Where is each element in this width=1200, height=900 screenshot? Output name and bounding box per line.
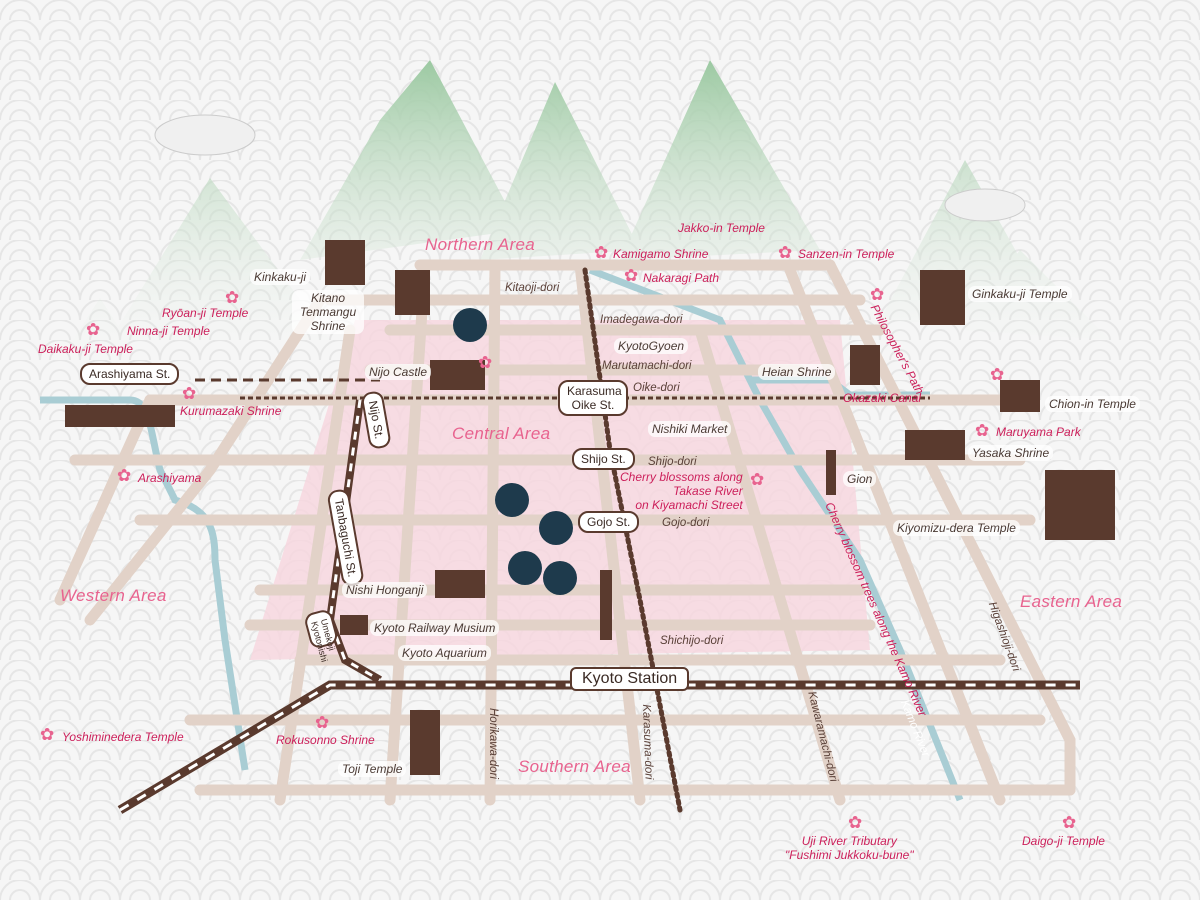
cherry-blossom-icon: ✿ [40, 725, 55, 744]
cherry-blossom-icon: ✿ [478, 353, 493, 372]
cherry-maruyama[interactable]: Maruyama Park [996, 425, 1081, 439]
cherry-blossom-icon: ✿ [315, 713, 330, 732]
sight-kiyomizu[interactable]: Kiyomizu-dera Temple [893, 520, 1020, 536]
cherry-blossom-icon: ✿ [182, 384, 197, 403]
area-eastern: Eastern Area [1020, 592, 1123, 611]
clouds [154, 114, 1026, 222]
cherry-blossom-icon: ✿ [1062, 813, 1077, 832]
sight-gion[interactable]: Gion [843, 471, 877, 487]
sight-kitano[interactable]: Kitano Tenmangu Shrine [292, 290, 364, 334]
cherry-okazaki[interactable]: Okazaki Canal [843, 391, 922, 405]
street-gojo: Gojo-dori [662, 517, 710, 529]
sight-railway-museum[interactable]: Kyoto Railway Musium [370, 620, 500, 636]
takase-line-1: Cherry blossoms along [620, 470, 743, 484]
sight-ginkakuji[interactable]: Ginkaku-ji Temple [968, 286, 1072, 302]
street-karasuma: Karasuma-dori [640, 704, 655, 780]
street-imadegawa: Imadegawa-dori [600, 314, 683, 326]
street-oike: Oike-dori [633, 382, 680, 394]
cherry-takase[interactable]: Cherry blossoms along Takase River on Ki… [620, 470, 743, 512]
cherry-blossom-icon: ✿ [975, 421, 990, 440]
cherry-uji[interactable]: Uji River Tributary "Fushimi Jukkoku-bun… [785, 834, 914, 862]
cherry-daikakuji[interactable]: Daikaku-ji Temple [38, 342, 133, 356]
sight-gyoen[interactable]: KyotoGyoen [614, 338, 689, 354]
cherry-blossom-icon: ✿ [117, 466, 132, 485]
station-karasuma-oike[interactable]: Karasuma Oike St. [558, 380, 628, 416]
street-shijo: Shijo-dori [648, 456, 697, 468]
cherry-arashiyama[interactable]: Arashiyama [138, 471, 202, 485]
cherry-jakkoin[interactable]: Jakko-in Temple [678, 221, 765, 235]
area-southern: Southern Area [518, 757, 631, 776]
uji-line-2: "Fushimi Jukkoku-bune" [785, 848, 914, 862]
cherry-sanzenin[interactable]: Sanzen-in Temple [798, 247, 895, 261]
sight-nishiki[interactable]: Nishiki Market [648, 421, 732, 437]
street-horikawa: Horikawa-dori [487, 708, 499, 779]
sight-nishi-honganji[interactable]: Nishi Honganji [342, 582, 428, 598]
cherry-nakaragi[interactable]: Nakaragi Path [643, 271, 720, 285]
station-arashiyama[interactable]: Arashiyama St. [80, 363, 180, 385]
cherry-rokusonno[interactable]: Rokusonno Shrine [276, 733, 375, 747]
cherry-yoshimine[interactable]: Yoshiminedera Temple [62, 730, 184, 744]
landmark-icons [65, 240, 1115, 775]
cherry-blossom-icon: ✿ [990, 365, 1005, 384]
station-kyoto[interactable]: Kyoto Station [570, 667, 690, 691]
cherry-blossom-icon: ✿ [594, 243, 609, 262]
roads [54, 259, 1076, 806]
cherry-blossom-icon: ✿ [870, 285, 885, 304]
cherry-blossom-icon: ✿ [624, 266, 639, 285]
area-northern: Northern Area [425, 235, 536, 254]
station-gojo[interactable]: Gojo St. [578, 511, 640, 533]
cherry-blossom-icon: ✿ [225, 288, 240, 307]
sight-nijo-castle[interactable]: Nijo Castle [365, 364, 432, 380]
takase-line-2: Takase River [673, 484, 743, 498]
sight-aquarium[interactable]: Kyoto Aquarium [398, 645, 491, 661]
area-western: Western Area [60, 586, 167, 605]
cherry-blossom-icon: ✿ [86, 320, 101, 339]
cherry-blossom-icon: ✿ [750, 470, 765, 489]
sight-yasaka[interactable]: Yasaka Shrine [968, 445, 1054, 461]
mountains [60, 60, 1110, 360]
cherry-daigoji[interactable]: Daigo-ji Temple [1022, 834, 1105, 848]
street-marutamachi: Marutamachi-dori [602, 360, 692, 372]
area-central: Central Area [452, 424, 551, 443]
cherry-ryoanji[interactable]: Ryōan-ji Temple [162, 306, 249, 320]
bell-pins [453, 308, 577, 595]
sight-chionin[interactable]: Chion-in Temple [1045, 396, 1140, 412]
sight-heian[interactable]: Heian Shrine [758, 364, 836, 380]
takase-line-3: on Kiyamachi Street [635, 498, 743, 512]
cherry-blossom-icon: ✿ [778, 243, 793, 262]
sight-kinkakuji[interactable]: Kinkaku-ji [250, 269, 311, 285]
street-kitaoji: Kitaoji-dori [505, 282, 560, 294]
cherry-ninnaji[interactable]: Ninna-ji Temple [127, 324, 210, 338]
cherry-blossom-icon: ✿ [848, 813, 863, 832]
station-shijo[interactable]: Shijo St. [572, 448, 635, 470]
sight-toji[interactable]: Toji Temple [338, 761, 407, 777]
cherry-kamigamo[interactable]: Kamigamo Shrine [613, 247, 709, 261]
street-shichijo: Shichijo-dori [660, 635, 724, 647]
uji-line-1: Uji River Tributary [801, 834, 897, 848]
cherry-kurumazaki[interactable]: Kurumazaki Shrine [180, 404, 282, 418]
